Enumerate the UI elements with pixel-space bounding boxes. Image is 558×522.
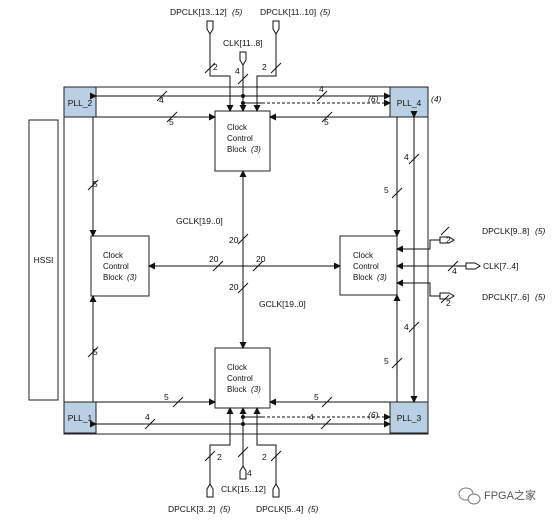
width-gclk-left: 20 xyxy=(209,254,219,264)
dpclk-3-2-pin xyxy=(206,483,214,498)
width-pll2-top-ccb: 5 xyxy=(169,117,174,127)
ccb-top-note: (3) xyxy=(251,145,261,154)
width-bottom-bus-right: 4 xyxy=(309,412,314,422)
ccb-left-line3: Block xyxy=(103,273,124,282)
ccb-top-line1: Clock xyxy=(227,123,248,132)
pll-3-block: PLL_3 xyxy=(389,401,429,434)
dpclk-7-6-label: DPCLK[7..6] xyxy=(482,292,529,302)
pll-4-block: PLL_4 xyxy=(389,86,429,118)
clk-15-12-label: CLK[15..12] xyxy=(221,484,266,494)
clk-7-4-pin xyxy=(465,262,481,270)
width-pll3-right-ccb: 5 xyxy=(384,356,389,366)
top-dashed-note: (6) xyxy=(368,94,379,104)
width-clk-15-12: 4 xyxy=(247,468,252,478)
width-pll4-top-ccb: 5 xyxy=(324,117,329,127)
clock-control-block-bottom: Clock Control Block (3) xyxy=(214,347,271,409)
width-dpclk-13-12: 2 xyxy=(213,62,218,72)
ccb-bottom-line2: Control xyxy=(227,374,253,383)
ccb-top-line2: Control xyxy=(227,134,253,143)
dpclk-9-8-pin xyxy=(439,236,455,244)
width-pll3-bottom-ccb: 5 xyxy=(314,392,319,402)
dpclk-3-2-wire xyxy=(209,407,234,484)
gclk-label-lower: GCLK[19..0] xyxy=(259,299,306,309)
dpclk-11-10-label: DPCLK[11..10] xyxy=(260,7,316,17)
width-clk-11-8: 4 xyxy=(235,66,240,76)
width-dpclk-5-4: 2 xyxy=(262,452,267,462)
width-dpclk-3-2: 2 xyxy=(217,452,222,462)
dpclk-5-4-label: DPCLK[5..4] xyxy=(256,504,303,514)
dpclk-7-6-wire xyxy=(396,279,440,297)
width-top-bus-left: 4 xyxy=(159,95,164,105)
dpclk-11-10-note: (5) xyxy=(320,7,331,17)
dpclk-11-10-pin xyxy=(272,20,280,35)
dpclk-9-8-label: DPCLK[9..8] xyxy=(482,226,529,236)
ccb-top-line3: Block xyxy=(227,145,248,154)
width-bottom-bus-left: 4 xyxy=(145,412,150,422)
dpclk-9-8-note: (5) xyxy=(535,226,546,236)
pll-1-label: PLL_1 xyxy=(68,413,93,423)
clk-11-8-pin xyxy=(239,51,247,66)
device-outline xyxy=(63,86,429,435)
dpclk-7-6-note: (5) xyxy=(535,292,546,302)
width-pll1-bottom-ccb: 5 xyxy=(164,392,169,402)
dpclk-7-6-pin xyxy=(439,292,455,300)
ccb-left-note: (3) xyxy=(127,273,137,282)
dpclk-3-2-label: DPCLK[3..2] xyxy=(168,504,215,514)
ccb-bottom-line1: Clock xyxy=(227,363,248,372)
dpclk-5-4-wire xyxy=(253,407,277,484)
dpclk-13-12-pin xyxy=(206,20,214,35)
width-pll4-right-ccb: 5 xyxy=(384,185,389,195)
width-pll2-left-ccb: 5 xyxy=(93,179,98,189)
clk-7-4-label: CLK[7..4] xyxy=(483,261,518,271)
clock-control-block-top: Clock Control Block (3) xyxy=(214,110,271,172)
clock-control-block-left: Clock Control Block (3) xyxy=(90,235,150,297)
width-clk-7-4: 4 xyxy=(452,266,457,276)
dpclk-13-12-note: (5) xyxy=(232,7,243,17)
hssi-label: HSSI xyxy=(34,255,54,265)
dpclk-5-4-note: (5) xyxy=(308,504,319,514)
clock-control-block-right: Clock Control Block (3) xyxy=(339,235,398,296)
gclk-label-upper: GCLK[19..0] xyxy=(176,216,223,226)
pll-4-note: (4) xyxy=(431,94,442,104)
watermark: FPGA之家 xyxy=(458,487,536,505)
ccb-right-line1: Clock xyxy=(353,251,374,260)
ccb-right-line2: Control xyxy=(353,262,379,271)
width-gclk-right: 20 xyxy=(256,254,266,264)
width-top-bus-right: 4 xyxy=(319,84,324,94)
width-right-bus-bottom: 4 xyxy=(404,322,409,332)
pll-4-label: PLL_4 xyxy=(397,98,422,108)
width-right-bus-top: 4 xyxy=(404,152,409,162)
clk-11-8-label: CLK[11..8] xyxy=(223,38,263,48)
bottom-dashed-note: (6) xyxy=(368,410,379,420)
pll-2-block: PLL_2 xyxy=(63,86,97,118)
ccb-right-note: (3) xyxy=(377,273,387,282)
ccb-right-line3: Block xyxy=(353,273,374,282)
dpclk-5-4-pin xyxy=(272,483,280,498)
pll-3-label: PLL_3 xyxy=(397,413,422,423)
pll-2-label: PLL_2 xyxy=(68,98,93,108)
hssi-block xyxy=(28,119,59,401)
width-pll1-left-ccb: 5 xyxy=(93,347,98,357)
clk-15-12-pin xyxy=(239,465,247,480)
dpclk-3-2-note: (5) xyxy=(220,504,231,514)
width-dpclk-9-8: 2 xyxy=(446,235,451,245)
width-dpclk-11-10: 2 xyxy=(262,62,267,72)
width-gclk-up: 20 xyxy=(229,235,239,245)
ccb-left-line1: Clock xyxy=(103,251,124,260)
ccb-bottom-note: (3) xyxy=(251,385,261,394)
width-gclk-down: 20 xyxy=(229,282,239,292)
width-dpclk-7-6: 2 xyxy=(446,298,451,308)
ccb-bottom-line3: Block xyxy=(227,385,248,394)
wechat-icon xyxy=(458,487,481,505)
watermark-text: FPGA之家 xyxy=(484,488,536,502)
dpclk-9-8-wire xyxy=(396,239,440,253)
ccb-left-line2: Control xyxy=(103,262,129,271)
pll-1-block: PLL_1 xyxy=(63,401,97,434)
dpclk-13-12-label: DPCLK[13..12] xyxy=(170,7,227,17)
